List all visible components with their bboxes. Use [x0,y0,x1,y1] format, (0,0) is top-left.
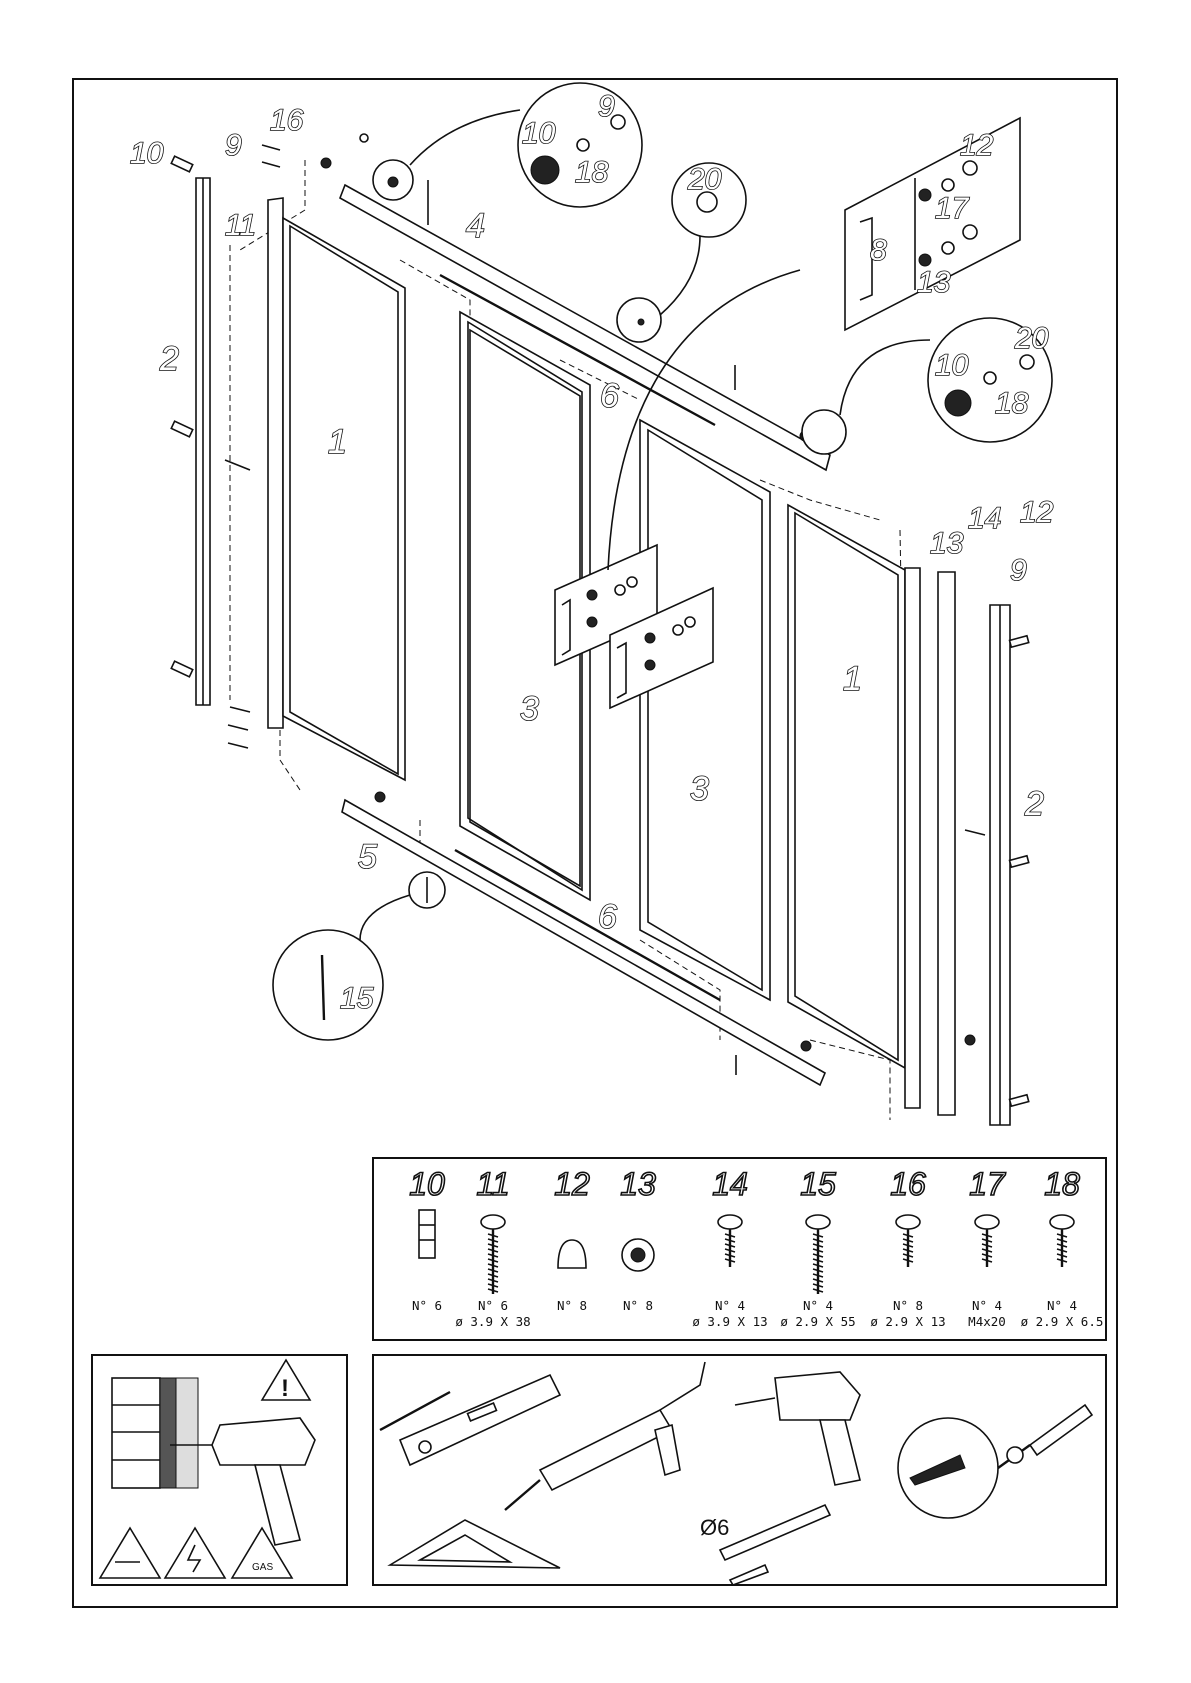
hardware-quantity: N° 4 [803,1298,833,1313]
gas-label: GAS [252,1562,273,1573]
bubble-right-18: 18 [995,387,1029,420]
hardware-number: 18 [1044,1166,1080,1202]
label-6-top: 6 [600,377,619,415]
hardware-number: 17 [969,1166,1006,1202]
hardware-number: 13 [620,1166,656,1202]
hardware-size: ø 2.9 X 13 [870,1314,945,1329]
hardware-size: ø 2.9 X 55 [780,1314,855,1329]
label-1-right: 1 [843,660,862,698]
label-6-bottom: 6 [598,898,617,936]
callout-10-left: 10 [130,137,164,170]
wall-profile-left [196,178,210,705]
hardware-quantity: N° 4 [715,1298,745,1313]
hardware-part-icon [419,1210,435,1258]
bubble-top-18: 18 [575,156,609,189]
sliding-door-right [640,420,770,1000]
bubble-top-9: 9 [598,90,615,123]
bubble-right-10: 10 [935,349,969,382]
bubble-mid [617,163,746,342]
hardware-number: 12 [554,1166,590,1202]
bubble-right-20: 20 [1014,322,1049,355]
hardware-quantity: N° 4 [972,1298,1002,1313]
hardware-size: ø 2.9 X 6.5 [1021,1314,1104,1329]
callout-9-left: 9 [225,129,242,162]
label-2-left: 2 [159,340,179,378]
right-12: 12 [1020,496,1054,529]
hardware-number: 15 [800,1166,836,1202]
right-13: 13 [930,527,964,560]
hardware-quantity: N° 8 [623,1298,653,1313]
hardware-quantity: N° 8 [557,1298,587,1313]
label-4: 4 [466,207,485,245]
wall-section-icon [112,1378,198,1488]
bubble-bottom-15: 15 [340,982,374,1015]
hardware-number: 14 [712,1166,748,1202]
label-8: 8 [870,234,887,267]
bubble-mid-20: 20 [687,163,722,196]
callout-16: 16 [270,104,304,137]
hardware-number: 11 [476,1166,509,1202]
label-3-left: 3 [520,690,539,728]
fixed-panel-right [788,505,920,1108]
hardware-number: 10 [409,1166,445,1202]
right-9: 9 [1010,554,1027,587]
hardware-quantity: N° 4 [1047,1298,1077,1313]
label-5: 5 [358,838,377,876]
hardware-quantity: N° 6 [478,1298,508,1313]
hardware-quantity: N° 6 [412,1298,442,1313]
hardware-size: ø 3.9 X 13 [692,1314,767,1329]
label-2-right: 2 [1024,785,1044,823]
hardware-size: ø 3.9 X 38 [455,1314,530,1329]
svg-text:!: ! [281,1375,289,1402]
hardware-size: M4x20 [968,1314,1006,1329]
label-3-right: 3 [690,770,709,808]
hardware-number: 16 [890,1166,926,1202]
label-1-left: 1 [328,423,347,461]
detail-12: 12 [960,129,994,162]
detail-17: 17 [935,192,970,225]
drill-bit-size: Ø6 [700,1515,729,1540]
detail-13: 13 [917,266,951,299]
right-14: 14 [968,502,1001,535]
hardware-part-icon [622,1239,654,1271]
callout-11: 11 [225,209,256,242]
fixed-panel-left [268,198,405,780]
hardware-quantity: N° 8 [893,1298,923,1313]
bubble-top-10: 10 [522,117,556,150]
